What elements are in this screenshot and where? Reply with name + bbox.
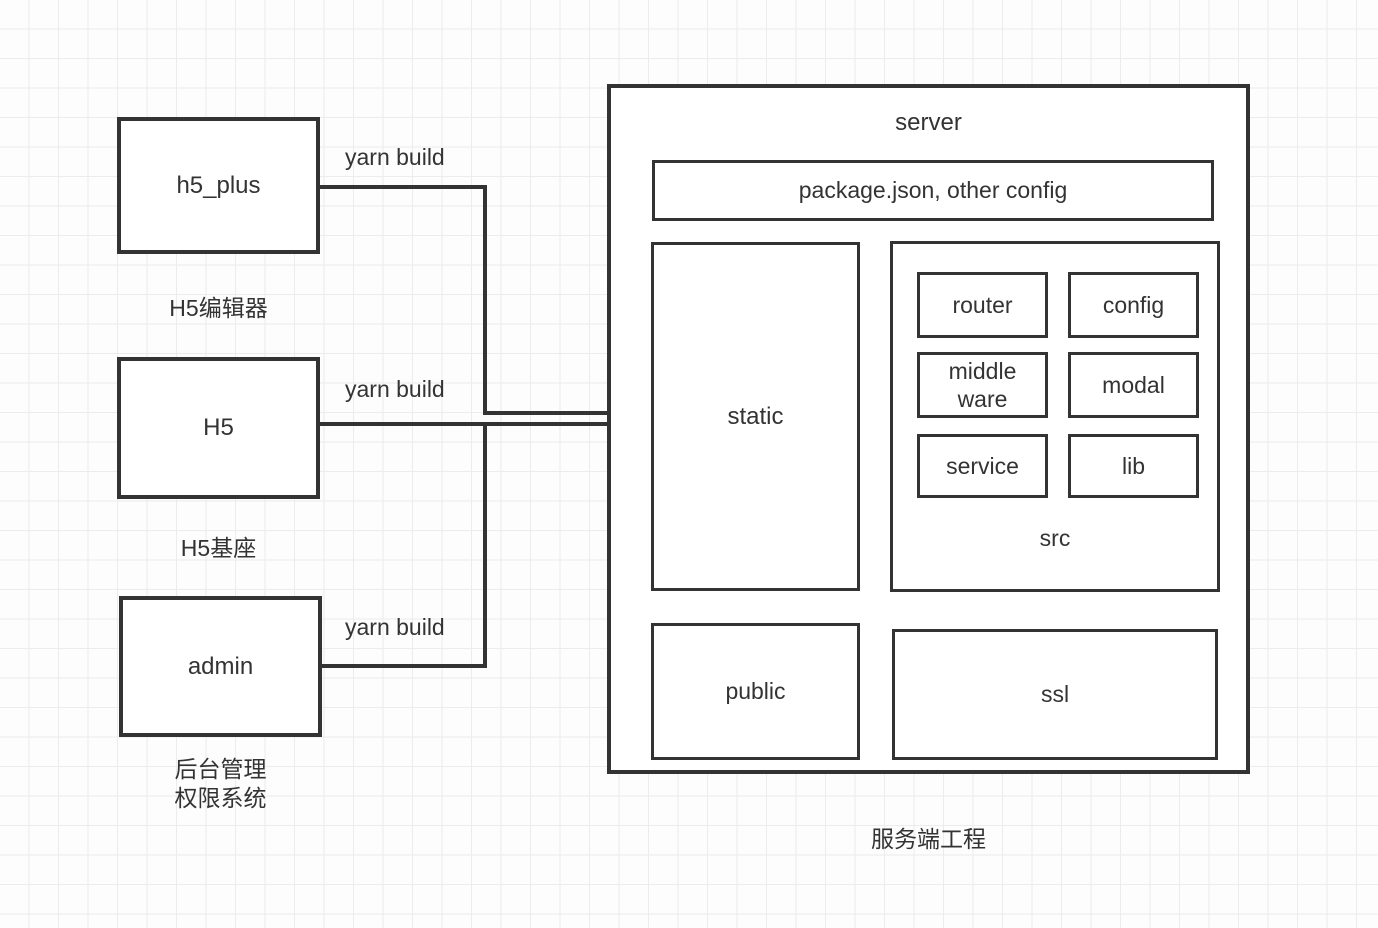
- node-config-label: config: [1102, 291, 1165, 318]
- node-h5[interactable]: H5: [117, 357, 320, 499]
- node-ssl[interactable]: ssl: [892, 629, 1218, 760]
- node-middleware-label: middle ware: [948, 357, 1017, 412]
- node-router[interactable]: router: [917, 272, 1048, 338]
- node-h5-plus[interactable]: h5_plus: [117, 117, 320, 254]
- node-service-label: service: [946, 452, 1019, 479]
- edge-label-h5: yarn build: [345, 376, 445, 402]
- node-admin[interactable]: admin: [119, 596, 322, 737]
- node-ssl-label: ssl: [1040, 681, 1070, 708]
- node-public[interactable]: public: [651, 623, 860, 760]
- node-modal-label: modal: [1102, 371, 1165, 398]
- node-config[interactable]: config: [1068, 272, 1199, 338]
- caption-h5-plus: H5编辑器: [169, 295, 268, 321]
- node-static[interactable]: static: [651, 242, 860, 591]
- node-admin-label: admin: [187, 652, 254, 680]
- caption-h5: H5基座: [180, 535, 257, 561]
- caption-server: 服务端工程: [871, 826, 986, 852]
- node-middleware[interactable]: middle ware: [917, 352, 1048, 418]
- node-public-label: public: [725, 678, 786, 705]
- server-title: server: [895, 109, 962, 136]
- node-src-container[interactable]: router config middle ware modal service …: [890, 241, 1220, 592]
- node-package-config-label: package.json, other config: [798, 177, 1068, 204]
- node-router-label: router: [952, 291, 1013, 318]
- node-lib[interactable]: lib: [1068, 434, 1199, 498]
- node-server-container[interactable]: server package.json, other config static…: [607, 84, 1250, 774]
- node-lib-label: lib: [1121, 452, 1145, 479]
- src-title: src: [1039, 525, 1071, 551]
- node-static-label: static: [727, 402, 784, 430]
- node-package-config[interactable]: package.json, other config: [652, 160, 1214, 221]
- node-h5-plus-label: h5_plus: [176, 171, 261, 199]
- edge-label-h5-plus: yarn build: [345, 144, 445, 170]
- node-service[interactable]: service: [917, 434, 1048, 498]
- edge-label-admin: yarn build: [345, 614, 445, 640]
- node-modal[interactable]: modal: [1068, 352, 1199, 418]
- caption-admin: 后台管理 权限系统: [174, 756, 267, 812]
- node-h5-label: H5: [203, 414, 234, 442]
